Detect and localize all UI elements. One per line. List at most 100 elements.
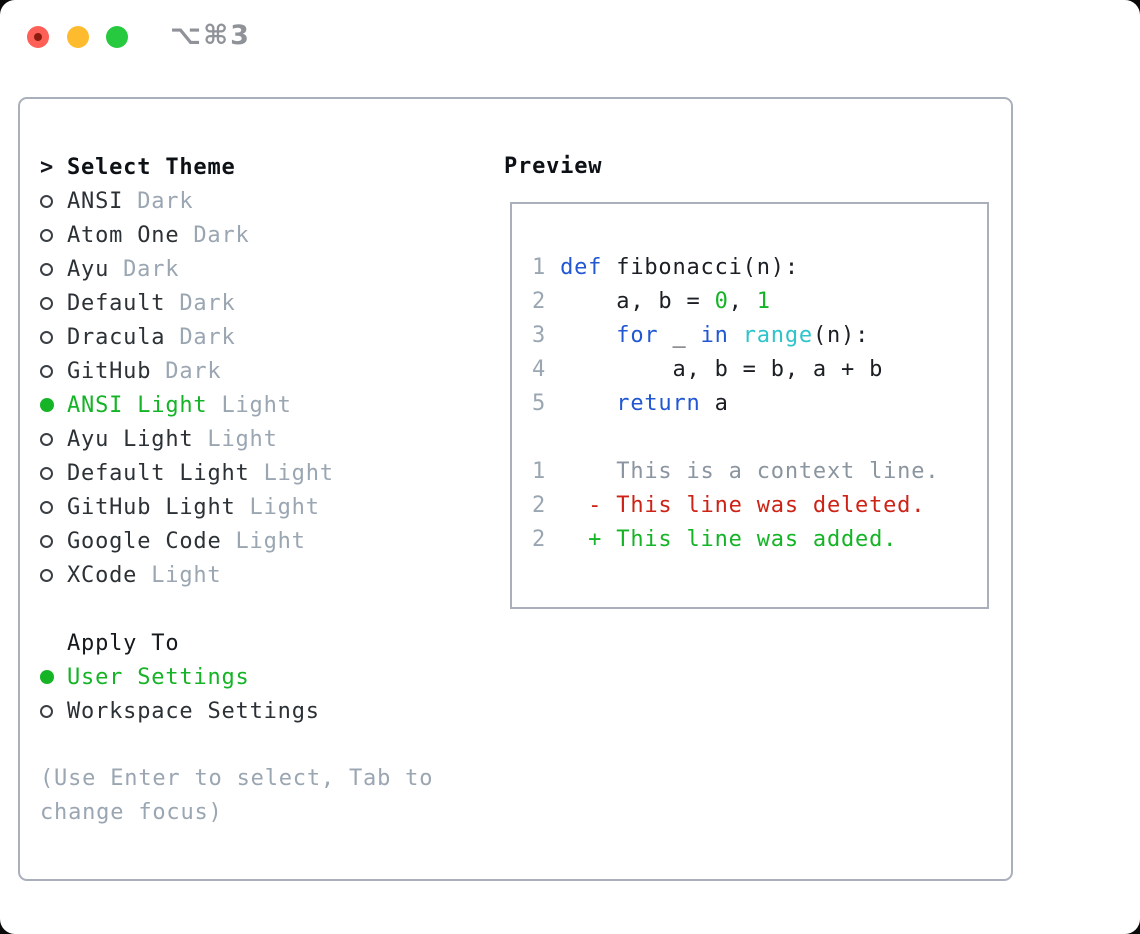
titlebar: ⌥⌘3 — [0, 0, 1140, 74]
line-number: 2 — [532, 493, 547, 518]
theme-variant: Light — [249, 494, 320, 520]
radio-unselected-icon — [40, 568, 53, 582]
theme-variant: Light — [221, 392, 292, 418]
theme-name: ANSI — [67, 188, 124, 214]
theme-name: Google Code — [67, 528, 222, 554]
theme-variant: Light — [207, 426, 278, 452]
diff-text: - This line was deleted. — [546, 493, 926, 518]
line-number: 2 — [532, 527, 547, 552]
radio-slot — [40, 296, 67, 310]
radio-unselected-icon — [40, 466, 53, 480]
radio-unselected-icon — [40, 330, 53, 344]
code-line: 5 return a — [532, 391, 729, 416]
radio-unselected-icon — [40, 364, 53, 378]
radio-unselected-icon — [40, 534, 53, 548]
radio-slot — [40, 330, 67, 344]
diff-line-added: 2 + This line was added. — [532, 523, 987, 557]
radio-unselected-icon — [40, 194, 53, 208]
apply-to-heading: Apply To — [67, 630, 180, 656]
radio-slot — [40, 398, 67, 412]
radio-selected-icon — [40, 398, 54, 412]
code-line: 3 for _ in range(n): — [532, 323, 870, 348]
theme-option[interactable]: Atom One Dark — [40, 218, 480, 252]
radio-unselected-icon — [40, 704, 53, 718]
theme-name: GitHub — [67, 358, 152, 384]
maximize-button[interactable] — [106, 26, 128, 48]
theme-option[interactable]: XCode Light — [40, 558, 480, 592]
radio-unselected-icon — [40, 432, 53, 446]
line-number: 1 — [532, 459, 547, 484]
radio-slot — [40, 466, 67, 480]
theme-variant: Dark — [165, 358, 222, 384]
keyboard-hint-text: (Use Enter to select, Tab to change focu… — [40, 766, 434, 825]
theme-name: GitHub Light — [67, 494, 236, 520]
theme-option[interactable]: Default Light Light — [40, 456, 480, 490]
spacer — [40, 592, 480, 626]
theme-variant: Light — [263, 460, 334, 486]
theme-option[interactable]: Google Code Light — [40, 524, 480, 558]
theme-name: Ayu Light — [67, 426, 194, 452]
radio-unselected-icon — [40, 500, 53, 514]
radio-slot — [40, 534, 67, 548]
window-shortcut-label: ⌥⌘3 — [170, 20, 251, 51]
theme-option[interactable]: ANSI Light Light — [40, 388, 480, 422]
code-line: 2 a, b = 0, 1 — [532, 289, 771, 314]
code-line: 1 def fibonacci(n): — [532, 255, 799, 280]
theme-option[interactable]: GitHub Dark — [40, 354, 480, 388]
preview-heading: Preview — [504, 154, 603, 179]
theme-option[interactable]: GitHub Light Light — [40, 490, 480, 524]
apply-to-header-row: Apply To — [40, 626, 480, 660]
theme-name: Atom One — [67, 222, 180, 248]
theme-option[interactable]: Default Dark — [40, 286, 480, 320]
theme-variant: Dark — [137, 188, 194, 214]
theme-name: Dracula — [67, 324, 166, 350]
spacer — [532, 421, 987, 455]
line-number: 4 — [532, 357, 547, 382]
radio-slot — [40, 704, 67, 718]
radio-slot — [40, 568, 67, 582]
spacer — [40, 728, 480, 762]
theme-variant: Dark — [123, 256, 180, 282]
radio-slot — [40, 228, 67, 242]
theme-name: ANSI Light — [67, 392, 208, 418]
radio-unselected-icon — [40, 262, 53, 276]
select-theme-header-row: > Select Theme — [40, 150, 480, 184]
theme-variant: Dark — [179, 290, 236, 316]
minimize-button[interactable] — [67, 26, 89, 48]
theme-variant: Dark — [179, 324, 236, 350]
theme-option[interactable]: Ayu Light Light — [40, 422, 480, 456]
close-button[interactable] — [27, 26, 49, 48]
theme-variant: Dark — [193, 222, 250, 248]
line-number: 3 — [532, 323, 547, 348]
radio-slot — [40, 432, 67, 446]
theme-name: XCode — [67, 562, 138, 588]
radio-slot — [40, 262, 67, 276]
radio-slot — [40, 500, 67, 514]
diff-line-deleted: 2 - This line was deleted. — [532, 489, 987, 523]
radio-selected-icon — [40, 670, 54, 684]
code-preview: 1 def fibonacci(n): 2 a, b = 0, 1 3 for _ … — [512, 204, 987, 557]
theme-option[interactable]: Dracula Dark — [40, 320, 480, 354]
apply-to-label: Workspace Settings — [67, 698, 320, 724]
apply-to-option[interactable]: User Settings — [40, 660, 480, 694]
apply-to-label: User Settings — [67, 664, 250, 690]
theme-name: Ayu — [67, 256, 110, 282]
theme-variant: Light — [235, 528, 306, 554]
theme-option[interactable]: Ayu Dark — [40, 252, 480, 286]
theme-variant: Light — [151, 562, 222, 588]
radio-unselected-icon — [40, 228, 53, 242]
code-line: 4 a, b = b, a + b — [532, 357, 884, 382]
apply-to-option[interactable]: Workspace Settings — [40, 694, 480, 728]
theme-name: Default Light — [67, 460, 250, 486]
diff-lines: 1 This is a context line.2 - This line w… — [532, 455, 987, 557]
theme-name: Default — [67, 290, 166, 316]
theme-option[interactable]: ANSI Dark — [40, 184, 480, 218]
diff-text: + This line was added. — [546, 527, 898, 552]
line-number: 2 — [532, 289, 547, 314]
radio-slot — [40, 364, 67, 378]
